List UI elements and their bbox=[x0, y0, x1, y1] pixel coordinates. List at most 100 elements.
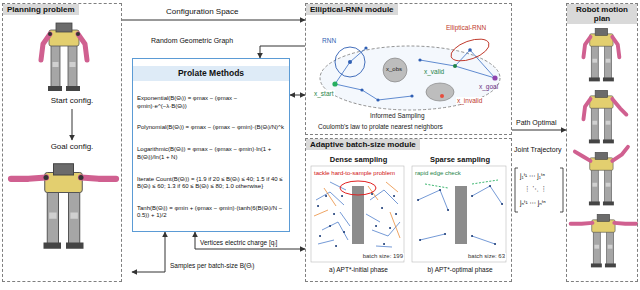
formula: Exponential(B(Θᵢ)) = φmax − (φmax − φmin… bbox=[137, 95, 285, 110]
informed-ellipse bbox=[320, 46, 500, 110]
edge-label: Vertices electric charge [qᵢ] bbox=[199, 239, 278, 246]
edge-label: Samples per batch-size B(Θᵢ) bbox=[169, 262, 255, 269]
batch-size-note: batch size: 199 bbox=[362, 253, 404, 260]
robot-pose bbox=[591, 214, 616, 267]
rnn-circle bbox=[335, 35, 492, 77]
robot-pose bbox=[583, 90, 626, 143]
subpanel-heading: Sparse sampling bbox=[411, 156, 509, 165]
sampling-plot bbox=[455, 186, 467, 244]
sampling-plot bbox=[311, 166, 404, 262]
graph-vertex bbox=[332, 46, 497, 101]
config-label-box: Start config. bbox=[37, 96, 107, 107]
callout-label: Elliptical-RNN bbox=[446, 24, 486, 31]
node-text: Goal config. bbox=[37, 142, 107, 151]
graph-vertex bbox=[364, 46, 367, 49]
matrix-row: j₁ᵗ¹ ⋯ j₁ᵗⁿ bbox=[520, 172, 545, 179]
robot-pose bbox=[612, 147, 628, 161]
rnn-circle bbox=[335, 47, 365, 77]
connector-arrow bbox=[195, 232, 305, 249]
obstacle bbox=[383, 58, 454, 101]
sampling-plot bbox=[316, 182, 400, 247]
rnn-circle bbox=[448, 35, 492, 66]
sampling-plot bbox=[314, 182, 400, 238]
robot-start bbox=[48, 32, 52, 36]
graph-vertex bbox=[453, 64, 457, 68]
annotation: rapid edge check bbox=[414, 170, 462, 177]
obstacle bbox=[383, 58, 407, 82]
vertex-label: x_invalid bbox=[456, 97, 483, 104]
vertex-label: x_obs bbox=[386, 66, 402, 73]
config-label-box: Goal config. bbox=[37, 142, 107, 153]
sampling-plot bbox=[311, 166, 506, 262]
panel-title: Robot motion plan bbox=[567, 4, 637, 24]
formula: Polynomial(B(Θᵢ)) = φmax − (φmax − φmin)… bbox=[137, 124, 285, 132]
sampling-plot bbox=[412, 166, 506, 262]
connector-arrow bbox=[72, 109, 73, 140]
sampling-plot bbox=[418, 186, 502, 244]
graph-vertex bbox=[410, 94, 413, 97]
robot-goal bbox=[81, 178, 116, 179]
robot-pose bbox=[589, 28, 614, 81]
robot-pose bbox=[583, 28, 619, 81]
panel-box: Planning problemStart config. Goal config… bbox=[2, 3, 122, 282]
robot-start bbox=[76, 32, 80, 36]
graph-edge bbox=[335, 48, 495, 100]
matrix-title: Joint Trajectory bbox=[514, 146, 564, 154]
graph-vertex bbox=[376, 98, 379, 101]
annotation: tackle hard-to-sample problem bbox=[313, 170, 396, 177]
graph-vertex bbox=[440, 94, 444, 98]
graph-edge bbox=[335, 48, 495, 100]
graph-vertex bbox=[332, 81, 337, 86]
sampling-plot bbox=[318, 194, 396, 246]
robot-goal bbox=[44, 175, 49, 180]
graph-vertex bbox=[468, 48, 472, 52]
connector-arrow bbox=[132, 232, 165, 272]
graph-vertex bbox=[418, 58, 421, 61]
node-text: Start config. bbox=[37, 96, 107, 105]
panel-title: Elliptical-RNN module bbox=[306, 4, 398, 15]
sampling-plot bbox=[340, 181, 376, 195]
edge-label: Random Geometric Graph bbox=[150, 37, 234, 45]
robot-start bbox=[41, 34, 50, 60]
matrix-row: ⋮ ⋱ ⋮ bbox=[524, 185, 547, 192]
matrix-bracket bbox=[515, 168, 563, 212]
connector-arrow bbox=[290, 95, 305, 96]
batch-size-note: batch size: 63 bbox=[467, 253, 506, 260]
formula: Tanh(B(Θᵢ)) = φmin + (φmax − φmin)·(tanh… bbox=[137, 205, 285, 220]
informed-ellipse bbox=[320, 46, 500, 110]
subpanel-box: Dense samplingtackle hard-to-sample prob… bbox=[310, 155, 407, 280]
formula: Logarithmic(B(Θᵢ)) = φmax − (φmax − φmin… bbox=[137, 146, 285, 161]
graph-vertex bbox=[360, 88, 363, 91]
robot-pose bbox=[575, 152, 591, 161]
robot-pose bbox=[589, 90, 614, 143]
panel-box: Adaptive batch-size moduleDense sampling… bbox=[305, 138, 512, 282]
vertex-label: x_start bbox=[313, 90, 335, 97]
connector-arrow bbox=[512, 130, 566, 131]
sampling-plot bbox=[418, 186, 502, 244]
connector-arrow bbox=[122, 20, 305, 21]
matrix-bracket bbox=[515, 168, 518, 212]
sampling-plot bbox=[425, 180, 498, 188]
panel-title: Adaptive batch-size module bbox=[306, 139, 420, 150]
vertex-label: x_valid bbox=[424, 68, 444, 75]
panel-title: Planning problem bbox=[3, 4, 79, 15]
robot-goal bbox=[11, 164, 116, 249]
robot-pose bbox=[583, 37, 590, 57]
robot-goal bbox=[79, 175, 84, 180]
robot-goal bbox=[11, 178, 46, 179]
obstacle bbox=[426, 83, 454, 101]
callout-label: RNN bbox=[322, 37, 336, 44]
graph-vertex bbox=[348, 60, 352, 64]
robot-pose bbox=[575, 147, 628, 206]
subpanel-caption: a) APT*-initial phase bbox=[310, 266, 407, 273]
connector-arrow bbox=[260, 46, 305, 58]
robot-start bbox=[78, 34, 87, 60]
robot-pose bbox=[612, 37, 619, 57]
vertex-label: x_goal bbox=[479, 83, 498, 90]
subpanel-box: Sparse sampling rapid edge check batch siz… bbox=[411, 155, 509, 280]
robot-start bbox=[48, 23, 80, 91]
panel-box: Robot motion plan bbox=[566, 3, 638, 282]
robot-pose bbox=[583, 99, 590, 119]
subpanel-caption: b) APT*-optimal phase bbox=[411, 266, 509, 273]
region-label: Informed Sampling bbox=[370, 112, 425, 119]
